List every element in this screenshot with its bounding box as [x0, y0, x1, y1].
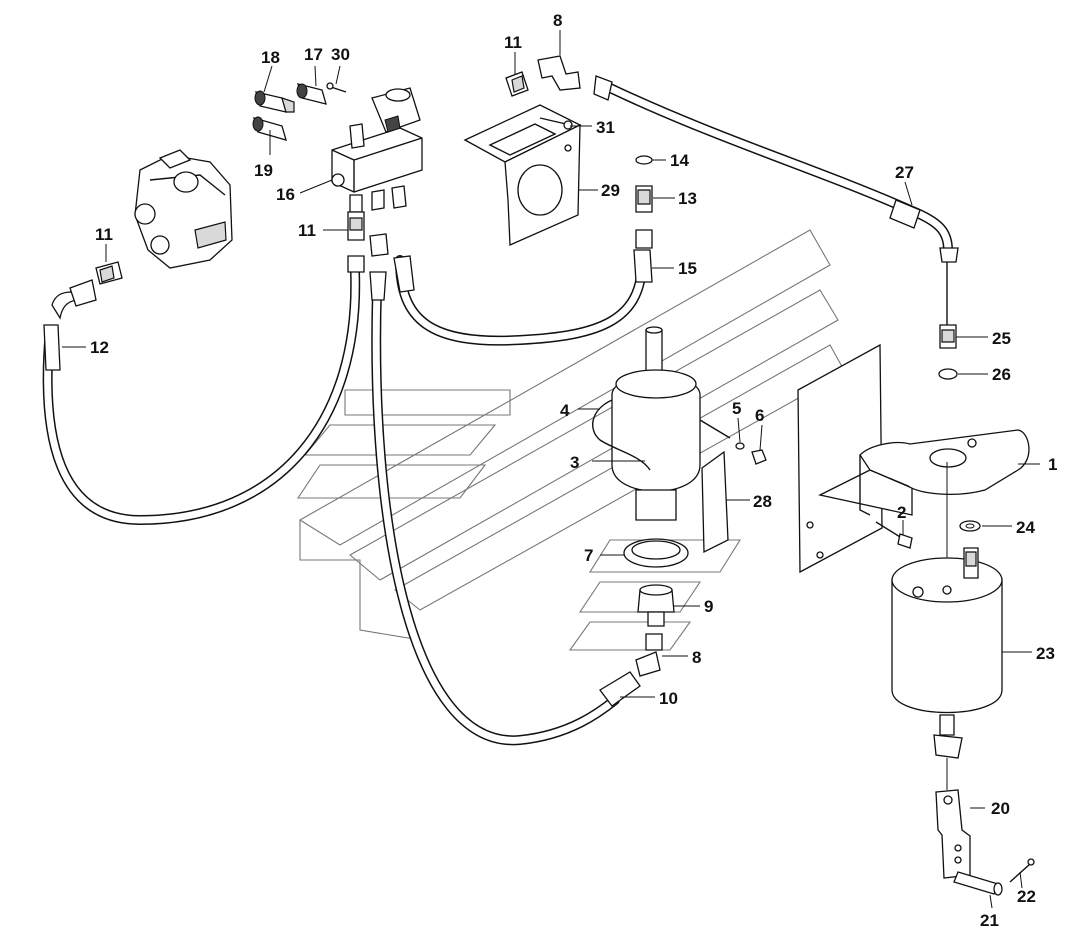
label-11-block: 11 — [298, 221, 316, 240]
leader-lines — [62, 30, 1040, 909]
label-19: 19 — [254, 161, 273, 180]
label-26: 26 — [992, 365, 1011, 384]
fitting-8-bottom — [635, 633, 663, 677]
label-16: 16 — [276, 185, 295, 204]
nut-6 — [751, 449, 767, 465]
label-15: 15 — [678, 259, 697, 278]
elbow-8-top — [537, 55, 613, 101]
label-13: 13 — [678, 189, 697, 208]
ring-26 — [938, 368, 958, 380]
fitting-24-side — [963, 547, 979, 579]
ring-14 — [635, 155, 653, 165]
label-1: 1 — [1048, 455, 1057, 474]
label-29: 29 — [601, 181, 620, 200]
label-23: 23 — [1036, 644, 1055, 663]
label-11-left: 11 — [95, 225, 113, 244]
adapter-9 — [637, 584, 675, 627]
hydraulic-valve — [134, 149, 233, 269]
label-9: 9 — [704, 597, 713, 616]
wall-plate — [797, 343, 883, 574]
label-21: 21 — [980, 911, 999, 930]
label-24: 24 — [1016, 518, 1035, 537]
label-11-top: 11 — [504, 33, 522, 52]
label-10: 10 — [659, 689, 678, 708]
filter-23 — [891, 557, 1003, 759]
label-14: 14 — [670, 151, 689, 170]
switch-19 — [252, 116, 287, 141]
split-pin-22 — [1009, 858, 1035, 883]
screw-31 — [539, 117, 573, 130]
label-8-top: 8 — [553, 11, 562, 30]
strap-4 — [592, 399, 731, 471]
washer-5 — [735, 442, 745, 450]
label-22: 22 — [1017, 887, 1036, 906]
label-12: 12 — [90, 338, 109, 357]
hose-12 — [42, 267, 361, 526]
hose-10 — [369, 271, 641, 746]
label-3: 3 — [570, 453, 579, 472]
fitting-11-block — [347, 211, 389, 273]
fitting-13 — [635, 185, 653, 249]
label-5: 5 — [732, 399, 741, 418]
label-6: 6 — [755, 406, 764, 425]
label-25: 25 — [992, 329, 1011, 348]
bolt-2 — [875, 521, 913, 549]
label-20: 20 — [991, 799, 1010, 818]
label-17: 17 — [304, 45, 323, 64]
pin-21 — [953, 871, 1003, 896]
washer-24 — [959, 520, 981, 532]
fitting-11-left — [95, 261, 123, 285]
valve-block-16 — [331, 87, 423, 213]
label-2: 2 — [897, 503, 906, 522]
label-18: 18 — [261, 48, 280, 67]
label-28: 28 — [753, 492, 772, 511]
hose-27 — [605, 83, 959, 325]
ring-7 — [623, 538, 689, 568]
switch-18 — [254, 90, 295, 113]
bracket-29 — [463, 104, 582, 246]
label-plate-28 — [701, 450, 729, 554]
label-7: 7 — [584, 546, 593, 565]
clevis-20 — [935, 789, 971, 879]
label-4: 4 — [560, 401, 570, 420]
bolt-30 — [326, 82, 347, 93]
hose-15 — [393, 249, 653, 346]
callout-labels: 1 2 3 4 5 6 7 8 8 9 10 11 11 11 12 13 14… — [90, 11, 1057, 930]
label-8-bottom: 8 — [692, 648, 701, 667]
switch-17 — [296, 83, 327, 105]
accumulator-3 — [611, 326, 701, 521]
fitting-11-top — [505, 71, 529, 97]
label-31: 31 — [596, 118, 615, 137]
label-27: 27 — [895, 163, 914, 182]
fitting-25 — [939, 324, 957, 349]
label-30: 30 — [331, 45, 350, 64]
bracket-1 — [818, 429, 1030, 516]
